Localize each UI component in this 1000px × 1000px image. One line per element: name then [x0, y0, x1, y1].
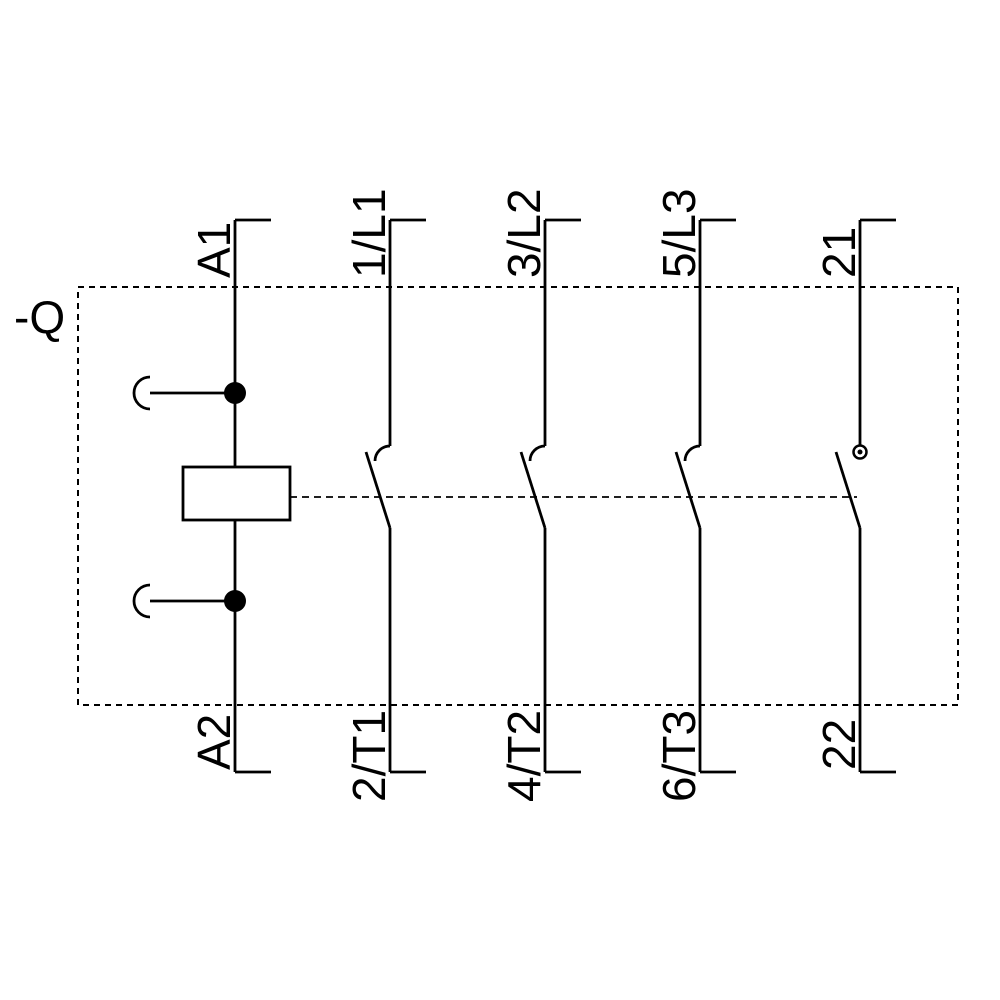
connection-dot-upper — [224, 382, 246, 404]
contact-blade-3 — [674, 451, 702, 529]
nc-fixed-contact-center — [857, 449, 863, 455]
terminal-label-21: 21 — [813, 227, 865, 278]
nc-contact-21-22 — [834, 218, 896, 774]
terminal-label-2t1: 2/T1 — [343, 710, 395, 802]
terminal-label-4t2: 4/T2 — [498, 710, 550, 802]
connection-dot-lower — [224, 590, 246, 612]
device-designation-label: -Q — [14, 291, 65, 343]
terminal-label-5l3: 5/L3 — [653, 188, 705, 278]
contact-blade-nc — [834, 451, 862, 529]
no-contact-l2-t2 — [519, 218, 581, 774]
terminal-label-a2: A2 — [188, 714, 240, 770]
device-boundary — [77, 286, 959, 706]
terminal-label-22: 22 — [813, 719, 865, 770]
plug-contact-arc-upper — [132, 375, 151, 411]
terminal-label-a1: A1 — [188, 222, 240, 278]
no-contact-l1-t1 — [364, 218, 426, 774]
plug-contact-arc-lower — [132, 583, 151, 619]
fixed-contact-arc-1 — [373, 444, 391, 462]
contact-blade-1 — [364, 451, 392, 529]
fixed-contact-arc-3 — [683, 444, 701, 462]
coil-branch — [132, 218, 292, 774]
fixed-contact-arc-2 — [528, 444, 546, 462]
terminal-label-1l1: 1/L1 — [343, 188, 395, 278]
terminal-label-6t3: 6/T3 — [653, 710, 705, 802]
terminal-labels-top: A1 1/L1 3/L2 5/L3 21 — [188, 188, 865, 278]
no-contact-l3-t3 — [674, 218, 736, 774]
terminal-labels-bottom: A2 2/T1 4/T2 6/T3 22 — [188, 710, 865, 802]
coil-symbol — [181, 465, 292, 522]
contact-blade-2 — [519, 451, 547, 529]
terminal-label-3l2: 3/L2 — [498, 188, 550, 278]
